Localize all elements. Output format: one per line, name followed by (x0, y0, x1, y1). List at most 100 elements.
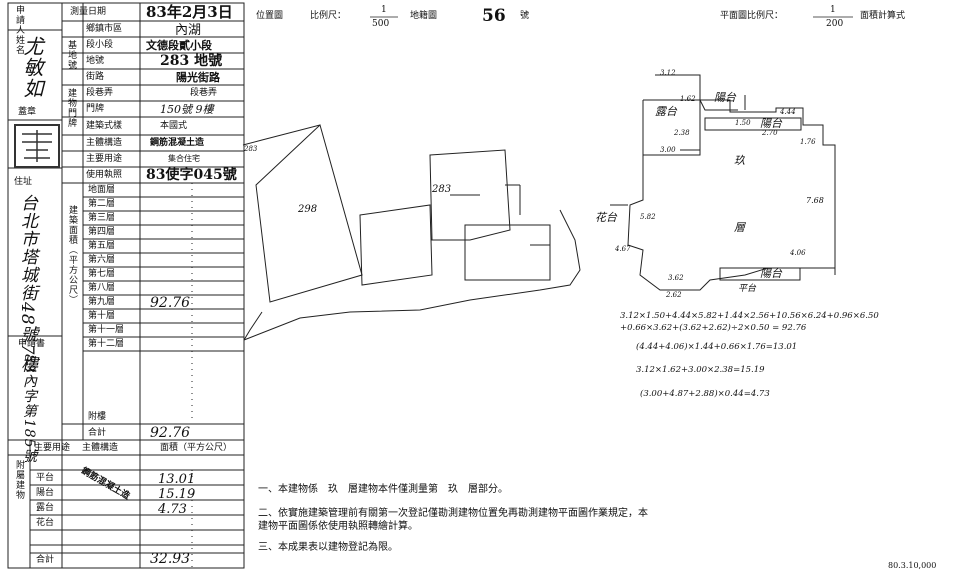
lane-label: 段巷弄 (86, 88, 114, 98)
structure-label: 主體構造 (86, 138, 123, 148)
floor-9-area: 92.76 (150, 295, 191, 311)
annex-total-area: 32.93 (150, 551, 191, 567)
lot-label-298: 298 (298, 204, 318, 215)
floor-10: 第十層 (88, 311, 116, 321)
auxiliary-label: 附樓 (88, 412, 107, 422)
section-label: 段小段 (86, 40, 114, 50)
base-number-label: 基地號 (66, 40, 76, 70)
floor-5: 第五層 (88, 241, 116, 251)
door-value: 150號 9樓 (160, 103, 214, 116)
dim-467: 4.67 (615, 245, 631, 253)
floor-8: 第八層 (88, 283, 116, 293)
annex-use-1: 平台 (36, 473, 55, 483)
location-scale-label: 比例尺： (310, 11, 347, 21)
dim-270: 2.70 (762, 129, 778, 137)
dim-262: 2.62 (666, 291, 682, 299)
lot-label: 地號 (86, 56, 105, 66)
door-label: 門牌 (86, 104, 105, 114)
district-value: 內湖 (175, 23, 202, 38)
application-number: 83內字第185號 (21, 354, 37, 464)
floor-12: 第十二層 (88, 339, 125, 349)
street-label: 街路 (86, 72, 105, 82)
plan-label-terrace: 露台 (655, 105, 677, 118)
dim-362: 3.62 (668, 274, 684, 282)
floor-2: 第二層 (88, 199, 116, 209)
applicant-label: 申請人姓名 (14, 5, 24, 55)
plan-label-balcony-right: 陽台 (760, 117, 782, 130)
lot-label-283-edge: 283 (244, 145, 258, 153)
license-value: 83使字045號 (146, 167, 237, 183)
applicant-name: 尤敏如 (20, 36, 44, 99)
use-value: 集合住宅 (168, 154, 200, 163)
floor-plan-suffix: 面積計算式 (860, 11, 906, 21)
seal-stamp (14, 124, 60, 168)
annex-use-3: 露台 (36, 503, 55, 513)
calc-line-5: (3.00+4.87+2.88)×0.44=4.73 (640, 389, 770, 399)
footer-code: 80.3.10,000 (888, 561, 937, 570)
floor-4: 第四層 (88, 227, 116, 237)
plan-label-platform: 平台 (738, 284, 757, 294)
dim-162: 1.62 (680, 95, 696, 103)
district-label: 鄉鎮市區 (86, 24, 123, 34)
lot-value: 283 地號 (160, 53, 223, 69)
address-label: 住址 (14, 177, 33, 187)
sheet-suffix: 號 (520, 11, 530, 21)
floor-3: 第三層 (88, 213, 116, 223)
seal-label: 蓋章 (18, 107, 37, 117)
dim-300: 3.00 (660, 146, 676, 154)
application-label: 申請書 (18, 339, 46, 349)
floor-6: 第六層 (88, 255, 116, 265)
dim-444: 4.44 (780, 108, 796, 116)
annex-area-1: 13.01 (158, 472, 196, 487)
annex-area-2: 15.19 (158, 487, 196, 502)
address-value: 台北市塔城街48號7樓 (17, 194, 37, 374)
license-label: 使用執照 (86, 170, 123, 180)
street-value: 陽光街路 (176, 71, 220, 84)
dim-176: 1.76 (800, 138, 816, 146)
annex-use-2: 陽台 (36, 488, 55, 498)
plan-label-planter: 花台 (595, 211, 617, 224)
calc-line-4: 3.12×1.62+3.00×2.38=15.19 (636, 365, 765, 375)
annex-side-label: 附屬建物 (14, 460, 24, 500)
calc-line-1: 3.12×1.50+4.44×5.82+1.44×2.56+10.56×6.24… (620, 311, 879, 321)
annex-area-label: 面積（平方公尺） (160, 443, 233, 453)
annex-use-4: 花台 (36, 518, 55, 528)
survey-date-value: 83年2月3日 (146, 3, 233, 21)
calc-line-3: (4.44+4.06)×1.44+0.66×1.76=13.01 (636, 342, 798, 352)
total-area: 92.76 (150, 425, 191, 441)
floor-plan-scale-num: 1 (830, 5, 836, 15)
dim-150: 1.50 (735, 119, 751, 127)
building-number-label: 建物門牌 (66, 88, 76, 128)
dim-768: 7.68 (806, 196, 824, 205)
plan-label-balcony-top: 陽台 (714, 91, 736, 104)
sheet-number: 56 (482, 6, 506, 26)
lot-label-283: 283 (432, 184, 452, 195)
floor-plan-title: 平面圖比例尺： (720, 11, 784, 21)
floor-1: 地面層 (88, 185, 116, 195)
floor-11: 第十一層 (88, 325, 125, 335)
section-value: 文德段貳小段 (146, 39, 212, 52)
dim-406: 4.06 (790, 249, 806, 257)
structure-value: 鋼筋混凝土造 (150, 138, 205, 148)
location-map-sketch (242, 124, 581, 341)
annex-structure-label: 主體構造 (82, 443, 119, 453)
area-group-label: 建築面積（平方公尺） (67, 205, 77, 305)
note-3: 三、本成果表以建物登記為限。 (258, 542, 398, 553)
annex-use-label: 主要用途 (34, 443, 71, 453)
floor-9: 第九層 (88, 297, 116, 307)
plan-label-floor-9: 玖 (734, 154, 745, 167)
style-label: 建築式樣 (86, 121, 123, 131)
note-1: 一、本建物係 玖 層建物本件僅測量第 玖 層部分。 (258, 484, 508, 495)
total-label: 合計 (88, 428, 107, 438)
floor-7: 第七層 (88, 269, 116, 279)
location-scale-den: 500 (372, 19, 390, 29)
note-2: 二、依實施建築管理前有關第一次登記僅勘測建物位置免再勘測建物平面圖作業規定，本建… (258, 508, 648, 532)
annex-area-3: 4.73 (158, 502, 187, 517)
style-value: 本國式 (160, 121, 188, 131)
dim-312-top: 3.12 (660, 69, 676, 77)
annex-total-label: 合計 (36, 555, 55, 565)
floor-plan-scale-den: 200 (826, 19, 844, 29)
calc-line-2: +0.66×3.62+(3.62+2.62)÷2×0.50 = 92.76 (620, 323, 807, 333)
floor-plan-sketch (610, 74, 836, 291)
